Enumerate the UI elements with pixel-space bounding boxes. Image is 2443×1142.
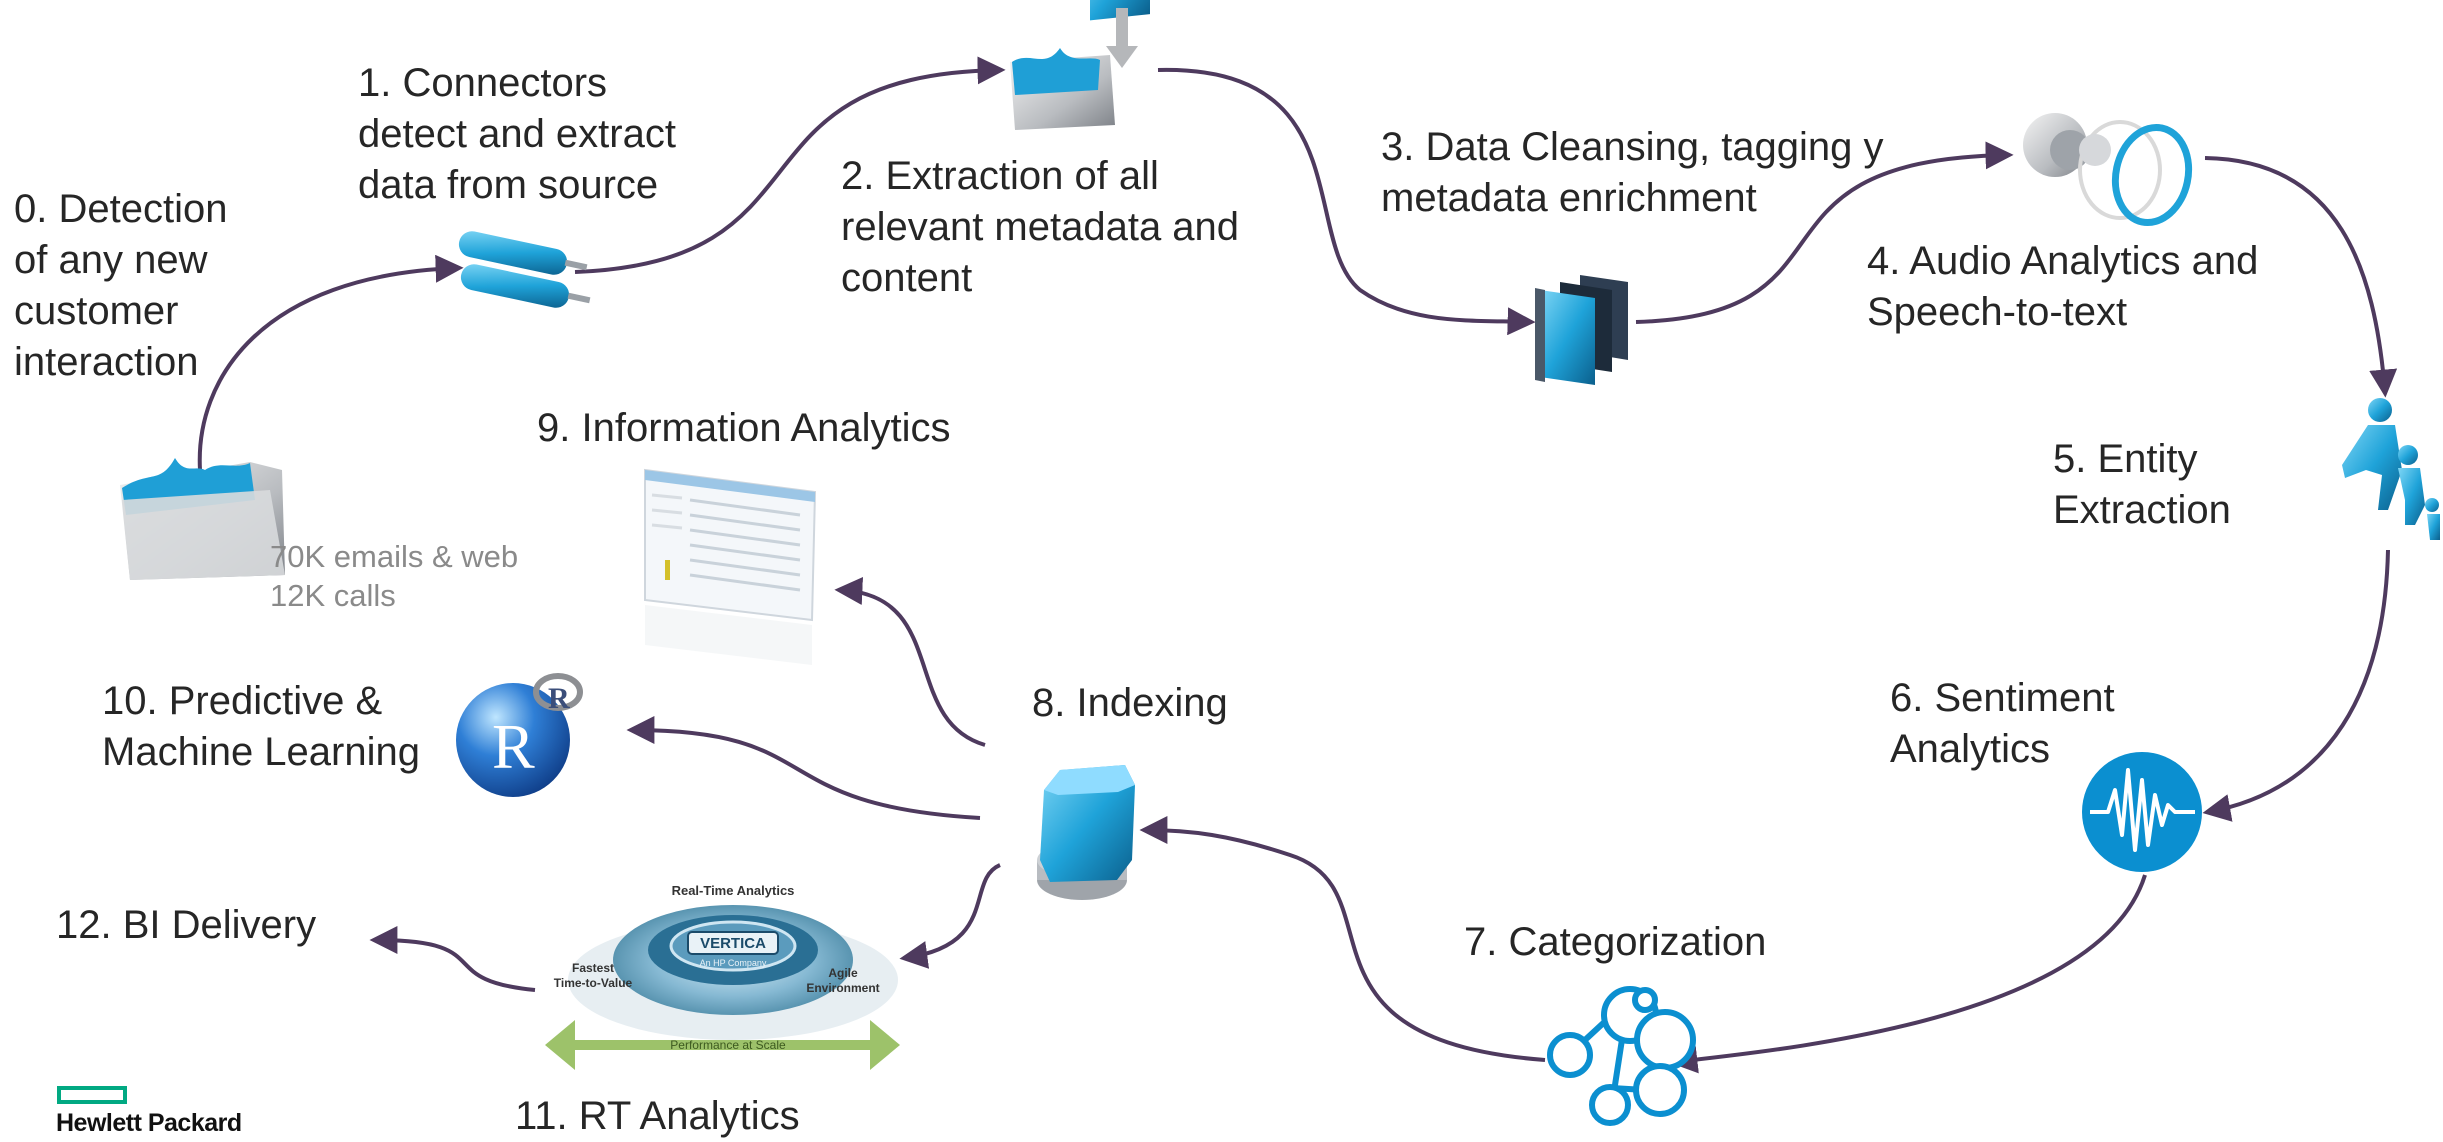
categorization-network-icon — [1547, 986, 1696, 1126]
step-3-label-line: 3. Data Cleansing, tagging y — [1381, 125, 1884, 169]
step-12-label-line: 12. BI Delivery — [56, 903, 317, 947]
arrow-6-to-7 — [1669, 874, 2147, 1074]
step-8-label: 8. Indexing — [1032, 678, 1228, 729]
step-5-label-line: 5. Entity — [2053, 437, 2198, 481]
arrow-8-to-11 — [899, 863, 1001, 969]
step-4-label-line: 4. Audio Analytics and — [1867, 239, 2259, 283]
step-11-label: 11. RT Analytics — [515, 1091, 800, 1142]
arrow-5-to-6 — [2202, 549, 2390, 822]
database-icon — [1037, 765, 1135, 900]
arrow-3-to-4 — [1635, 141, 2014, 324]
step-7-label-line: 7. Categorization — [1464, 920, 1767, 964]
step-0-label-line: of any new — [14, 238, 208, 282]
step-0-label: 0. Detection of any new customer interactio… — [14, 184, 227, 388]
step-8-label-line: 8. Indexing — [1032, 681, 1228, 725]
step-3-label: 3. Data Cleansing, tagging y metadata enr… — [1381, 122, 1884, 224]
step-2-label-line: relevant metadata and — [841, 205, 1240, 249]
vertica-graphic: VERTICA An HP Company Real-Time Analytic… — [545, 883, 900, 1070]
extraction-icon — [1010, 0, 1150, 130]
arrow-7-to-8 — [1139, 816, 1546, 1062]
vertica-left-label-2: Time-to-Value — [554, 976, 633, 990]
arrow-2-to-3 — [1157, 67, 1536, 336]
step-0-label-line: customer — [14, 289, 179, 333]
step-10-label: 10. Predictive & Machine Learning — [102, 676, 420, 778]
step-2-label-line: content — [841, 256, 973, 300]
vertica-right-label-2: Environment — [806, 981, 879, 995]
step-0-label-line: interaction — [14, 340, 199, 384]
step-0-label-line: 0. Detection — [14, 187, 228, 231]
step-2-label: 2. Extraction of all relevant metadata an… — [841, 151, 1239, 304]
step-2-label-line: 2. Extraction of all — [841, 154, 1159, 198]
step-10-label-line: Machine Learning — [102, 730, 420, 774]
step-1-label-line: detect and extract — [358, 112, 676, 156]
analytics-screenshot-icon — [644, 468, 817, 665]
step-6-label-line: Analytics — [1890, 727, 2051, 771]
folder-icon — [120, 458, 285, 580]
arrow-8-to-9 — [834, 577, 986, 747]
step-11-label-line: 11. RT Analytics — [515, 1094, 800, 1138]
arrow-0-to-1 — [197, 254, 464, 471]
r-logo-small: R — [548, 682, 570, 715]
step-1-label-line: data from source — [358, 163, 659, 207]
hewlett-packard-logo-mark — [57, 1086, 127, 1104]
source-volume-note: 70K emails & web 12K calls — [270, 537, 518, 615]
arrow-1-to-2 — [574, 56, 1006, 274]
waveform-icon — [2082, 752, 2202, 872]
microphone-icon — [2023, 113, 2193, 227]
vertica-brand: VERTICA — [700, 935, 766, 952]
step-12-label: 12. BI Delivery — [56, 900, 316, 951]
source-volume-note-line: 12K calls — [270, 578, 396, 613]
books-icon — [1535, 275, 1628, 385]
step-1-label: 1. Connectors detect and extract data from… — [358, 58, 676, 211]
step-7-label: 7. Categorization — [1464, 917, 1766, 968]
arrow-4-to-5 — [2204, 156, 2398, 398]
vertica-top-label: Real-Time Analytics — [672, 883, 795, 898]
entity-figures-icon — [2342, 398, 2440, 540]
hewlett-packard-logo-text: Hewlett Packard — [56, 1109, 242, 1137]
step-9-label-line: 9. Information Analytics — [537, 406, 951, 450]
step-3-label-line: metadata enrichment — [1381, 176, 1757, 220]
step-4-label-line: Speech-to-text — [1867, 290, 2128, 334]
arrow-11-to-12 — [369, 926, 536, 992]
vertica-left-label-1: Fastest — [572, 961, 614, 975]
step-10-label-line: 10. Predictive & — [102, 679, 383, 723]
connectors-icon — [458, 231, 591, 308]
step-6-label-line: 6. Sentiment — [1890, 676, 2115, 720]
flow-arrows — [197, 56, 2398, 1074]
vertica-brand-sub: An HP Company — [700, 958, 767, 968]
step-5-label-line: Extraction — [2053, 488, 2231, 532]
r-logo-letter: R — [492, 711, 535, 782]
vertica-bottom-label: Performance at Scale — [670, 1038, 786, 1052]
r-logo-icon: R R — [456, 673, 583, 797]
source-volume-note-line: 70K emails & web — [270, 539, 519, 574]
vertica-right-label-1: Agile — [828, 966, 858, 980]
step-9-label: 9. Information Analytics — [537, 403, 951, 454]
arrow-8-to-10 — [626, 716, 981, 820]
step-1-label-line: 1. Connectors — [358, 61, 608, 105]
